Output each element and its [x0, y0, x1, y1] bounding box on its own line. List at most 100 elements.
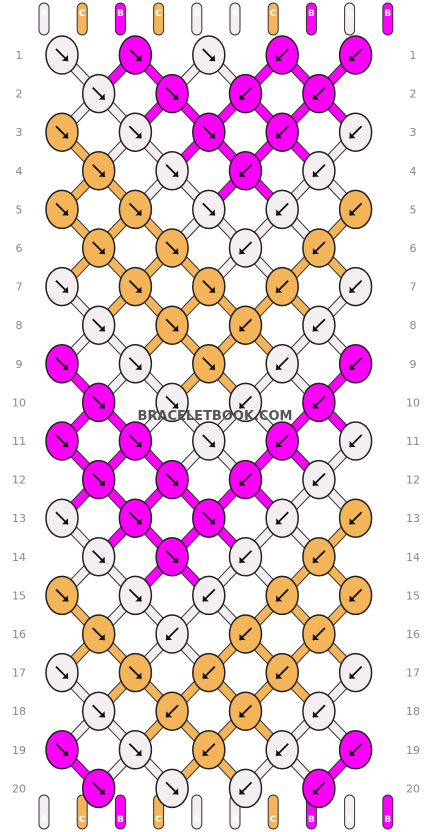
knot-arrowhead — [276, 595, 283, 602]
row-number-right: 19 — [406, 744, 420, 757]
knot-arrowhead — [135, 132, 142, 139]
row-number-right: 14 — [406, 551, 420, 564]
knot-arrowhead — [166, 634, 173, 640]
knot-arrowhead — [62, 209, 68, 216]
row-number-right: 3 — [410, 126, 417, 139]
knot-arrowhead — [98, 634, 105, 640]
bottom-string-label: A — [193, 815, 200, 825]
knot-arrowhead — [239, 788, 246, 795]
row-number-right: 15 — [406, 589, 420, 602]
row-number-right: 2 — [410, 88, 417, 101]
row-number-left: 20 — [12, 782, 26, 795]
knot-arrowhead — [349, 55, 356, 61]
knot-arrowhead — [172, 93, 179, 100]
knot-arrowhead — [276, 363, 283, 370]
row-number-left: 13 — [12, 512, 26, 525]
knot-arrowhead — [98, 248, 105, 254]
row-number-right: 12 — [406, 474, 420, 487]
knot-arrowhead — [135, 209, 142, 216]
knot-arrowhead — [208, 441, 215, 447]
knot-arrowhead — [312, 479, 319, 486]
knot-arrowhead — [276, 55, 283, 61]
knot-arrowhead — [349, 441, 356, 447]
knot-arrowhead — [202, 749, 209, 756]
knot-arrowhead — [98, 402, 105, 409]
knot-arrowhead — [239, 93, 246, 100]
bottom-string-label: C — [155, 815, 162, 825]
top-string-label: B — [384, 9, 391, 19]
top-string-label: A — [232, 9, 239, 19]
row-number-left: 10 — [12, 396, 26, 409]
knot-arrowhead — [276, 518, 283, 525]
knot-arrowhead — [62, 749, 68, 756]
knot-arrowhead — [98, 556, 105, 563]
knot-arrowhead — [239, 402, 246, 409]
knot-arrowhead — [349, 595, 356, 602]
knot-arrowhead — [208, 55, 215, 61]
knot-arrowhead — [202, 672, 209, 679]
knot-arrowhead — [239, 248, 246, 254]
row-number-right: 16 — [406, 628, 420, 641]
bottom-string-label: C — [79, 815, 86, 825]
knot-arrowhead — [239, 479, 246, 486]
knot-arrowhead — [312, 556, 319, 563]
knot-arrowhead — [349, 672, 356, 679]
row-number-left: 12 — [12, 474, 26, 487]
top-string-label: A — [193, 9, 200, 19]
knot-arrowhead — [312, 402, 319, 409]
knot-arrowhead — [239, 325, 246, 332]
knot-arrowhead — [62, 132, 68, 139]
knot-arrowhead — [276, 672, 283, 679]
knot-arrowhead — [98, 93, 105, 100]
knot-arrowhead — [312, 711, 319, 718]
knot-arrowhead — [208, 209, 215, 216]
row-number-right: 13 — [406, 512, 420, 525]
bottom-string-label: A — [346, 815, 353, 825]
knot-arrowhead — [62, 55, 68, 61]
bottom-string-label: C — [270, 815, 277, 825]
row-number-left: 17 — [12, 667, 26, 680]
bottom-string-label: A — [41, 815, 48, 825]
knot-arrowhead — [276, 749, 283, 756]
row-number-right: 5 — [410, 203, 417, 216]
knot-arrowhead — [349, 132, 356, 139]
row-number-left: 6 — [16, 242, 23, 255]
top-string-label: C — [79, 9, 86, 19]
row-number-right: 8 — [410, 319, 417, 332]
knot-arrowhead — [202, 595, 209, 602]
row-number-left: 2 — [16, 88, 23, 101]
top-string-label: C — [155, 9, 162, 19]
row-number-right: 20 — [406, 782, 420, 795]
knot-arrowhead — [172, 170, 179, 177]
knot-arrowhead — [135, 55, 142, 61]
row-number-left: 9 — [16, 358, 23, 371]
knot-arrowhead — [172, 788, 179, 795]
bottom-string-label: B — [384, 815, 391, 825]
knot-arrowhead — [276, 132, 283, 139]
row-number-right: 10 — [406, 396, 420, 409]
row-number-right: 9 — [410, 358, 417, 371]
row-number-left: 16 — [12, 628, 26, 641]
knot-arrowhead — [172, 479, 179, 486]
knot-arrowhead — [349, 286, 356, 293]
knot-arrowhead — [208, 286, 215, 293]
knot-arrowhead — [312, 788, 319, 795]
knot-arrowhead — [62, 363, 68, 370]
knot-arrowhead — [239, 711, 246, 718]
row-number-left: 3 — [16, 126, 23, 139]
bottom-string-label: B — [117, 815, 124, 825]
knot-arrowhead — [208, 518, 215, 525]
row-number-right: 4 — [410, 165, 417, 178]
row-number-left: 19 — [12, 744, 26, 757]
knot-arrowhead — [135, 441, 142, 447]
row-number-left: 11 — [12, 435, 26, 448]
knot-arrowhead — [312, 248, 319, 254]
knot-arrowhead — [312, 634, 319, 640]
knot-arrowhead — [312, 325, 319, 332]
knot-arrowhead — [98, 711, 105, 718]
knot-arrowhead — [172, 325, 179, 332]
knot-arrowhead — [135, 595, 142, 602]
row-number-left: 8 — [16, 319, 23, 332]
row-number-right: 18 — [406, 705, 420, 718]
